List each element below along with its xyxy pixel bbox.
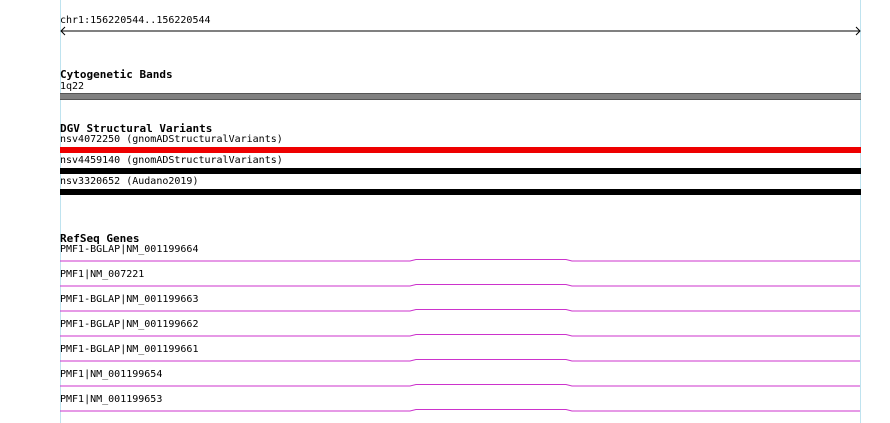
dgv-variant-label: nsv3320652 (Audano2019) [60,176,199,187]
gene-transcript-label: PMF1-BGLAP|NM_001199664 [60,244,199,255]
gene-transcript-label: PMF1-BGLAP|NM_001199661 [60,344,199,355]
gene-transcript-line[interactable] [60,383,861,389]
gene-transcript-label: PMF1|NM_001199654 [60,369,163,380]
ruler-arrow[interactable] [60,26,861,36]
gene-transcript-line[interactable] [60,358,861,364]
dgv-variant-bar[interactable] [60,189,861,195]
track-title-cytobands: Cytogenetic Bands [60,68,173,81]
gene-transcript-line[interactable] [60,258,861,264]
gene-transcript-label: PMF1-BGLAP|NM_001199663 [60,294,199,305]
cytoband-bar[interactable] [60,93,861,100]
ruler-location-label: chr1:156220544..156220544 [60,15,211,26]
track-title-refseq: RefSeq Genes [60,232,140,245]
view-right-boundary [860,0,861,423]
track-title-dgv: DGV Structural Variants [60,122,213,135]
view-left-boundary [60,0,61,423]
dgv-variant-bar[interactable] [60,147,861,153]
dgv-variant-label: nsv4072250 (gnomADStructuralVariants) [60,134,283,145]
dgv-variant-label: nsv4459140 (gnomADStructuralVariants) [60,155,283,166]
gene-transcript-label: PMF1|NM_001199653 [60,394,163,405]
gene-transcript-label: PMF1-BGLAP|NM_001199662 [60,319,199,330]
gene-transcript-line[interactable] [60,408,861,414]
gene-transcript-label: PMF1|NM_007221 [60,269,145,280]
cytoband-label: 1q22 [60,81,85,92]
gene-transcript-line[interactable] [60,333,861,339]
gene-transcript-line[interactable] [60,308,861,314]
gene-transcript-line[interactable] [60,283,861,289]
dgv-variant-bar[interactable] [60,168,861,174]
